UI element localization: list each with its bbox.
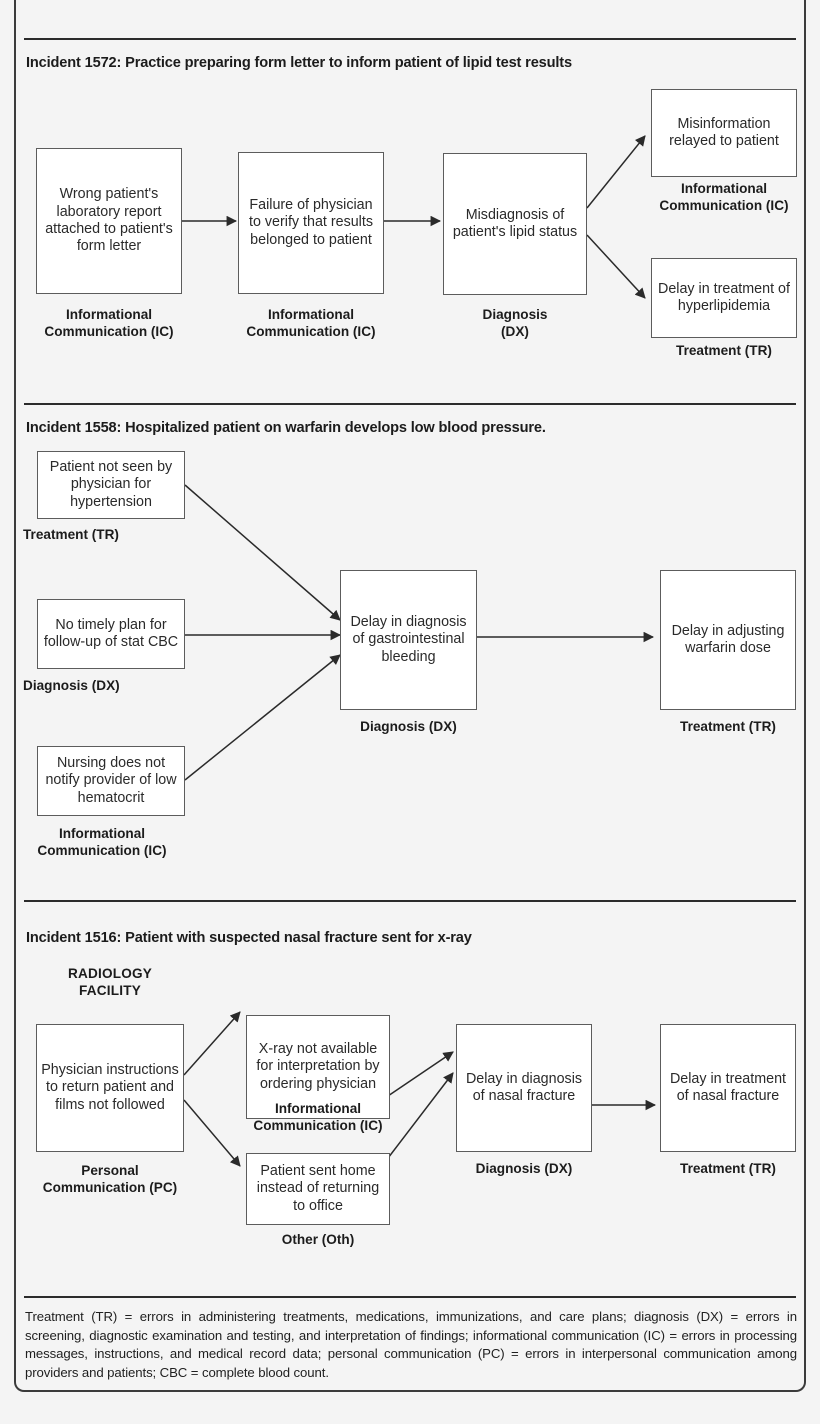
node-1572-b: Failure of physician to verify that resu… [238, 152, 384, 294]
footnote-rule [24, 1296, 796, 1298]
node-1516-c: Patient sent home instead of returning t… [246, 1153, 390, 1225]
category-1572-a: Informational Communication (IC) [44, 307, 174, 339]
category-1572-c: Diagnosis (DX) [482, 307, 548, 339]
category-1572-d: Informational Communication (IC) [659, 181, 789, 213]
node-1558-e: Delay in adjusting warfarin dose [660, 570, 796, 710]
node-1516-b: X-ray not available for interpretation b… [246, 1015, 390, 1119]
node-text: Delay in diagnosis of gastrointestinal b… [350, 613, 467, 665]
top-rule [24, 38, 796, 40]
node-1558-a: Patient not seen by physician for hypert… [37, 451, 185, 519]
node-1516-e: Delay in treatment of nasal fracture [660, 1024, 796, 1152]
category-1516-e: Treatment (TR) [680, 1161, 776, 1176]
node-text: Misinformation relayed to patient [669, 115, 779, 149]
node-text: X-ray not available for interpretation b… [256, 1040, 380, 1092]
node-text: Patient sent home instead of returning t… [256, 1162, 380, 1214]
node-text: Delay in treatment of hyperlipidemia [658, 280, 790, 314]
node-text: Physician instructions to return patient… [41, 1061, 179, 1113]
category-1516-a: Personal Communication (PC) [42, 1163, 178, 1195]
section-title-1516: Incident 1516: Patient with suspected na… [26, 930, 472, 946]
section-title-1558: Incident 1558: Hospitalized patient on w… [26, 420, 546, 436]
node-text: Delay in diagnosis of nasal fracture [465, 1070, 583, 1104]
node-1572-d: Misinformation relayed to patient [651, 89, 797, 177]
category-1558-a: Treatment (TR) [23, 527, 119, 542]
category-1516-b: Informational Communication (IC) [253, 1101, 383, 1133]
node-1558-b: No timely plan for follow-up of stat CBC [37, 599, 185, 669]
node-text: Delay in adjusting warfarin dose [671, 622, 785, 656]
node-1516-d: Delay in diagnosis of nasal fracture [456, 1024, 592, 1152]
node-text: Wrong patient's laboratory report attach… [45, 186, 173, 255]
section-title-1572: Incident 1572: Practice preparing form l… [26, 55, 572, 71]
node-text: Failure of physician to verify that resu… [249, 196, 373, 248]
node-text: Misdiagnosis of patient's lipid status [452, 206, 578, 240]
section-divider-1 [24, 403, 796, 405]
category-1516-c: Other (Oth) [281, 1232, 355, 1247]
figure-footnote: Treatment (TR) = errors in administering… [25, 1309, 797, 1381]
node-1572-c: Misdiagnosis of patient's lipid status [443, 153, 587, 295]
node-text: Delay in treatment of nasal fracture [669, 1070, 786, 1104]
node-1572-e: Delay in treatment of hyperlipidemia [651, 258, 797, 338]
node-1516-a: Physician instructions to return patient… [36, 1024, 184, 1152]
category-1558-e: Treatment (TR) [680, 719, 776, 734]
node-text: Patient not seen by physician for hypert… [49, 458, 173, 510]
node-1572-a: Wrong patient's laboratory report attach… [36, 148, 182, 294]
radiology-facility-label: RADIOLOGY FACILITY [67, 966, 153, 998]
node-1558-c: Nursing does not notify provider of low … [37, 746, 185, 816]
node-text: Nursing does not notify provider of low … [45, 754, 177, 806]
node-text: No timely plan for follow-up of stat CBC [43, 616, 179, 650]
category-1572-e: Treatment (TR) [676, 343, 772, 358]
node-1558-d: Delay in diagnosis of gastrointestinal b… [340, 570, 477, 710]
category-1558-c: Informational Communication (IC) [37, 826, 167, 858]
category-1516-d: Diagnosis (DX) [475, 1161, 573, 1176]
category-1558-d: Diagnosis (DX) [360, 719, 457, 734]
section-divider-2 [24, 900, 796, 902]
category-1558-b: Diagnosis (DX) [23, 678, 120, 693]
category-1572-b: Informational Communication (IC) [246, 307, 376, 339]
